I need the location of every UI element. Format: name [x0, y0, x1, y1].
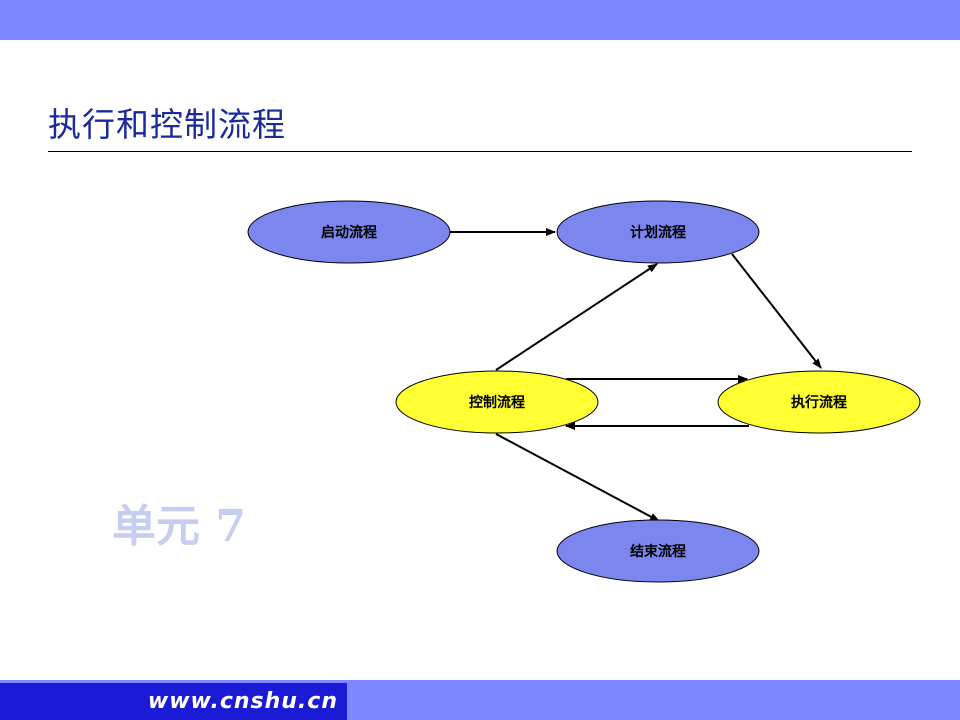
top-banner: [0, 0, 960, 40]
node-plan-label: 计划流程: [630, 224, 686, 241]
node-close: 结束流程: [556, 519, 760, 583]
node-control: 控制流程: [395, 370, 599, 434]
unit-watermark: 单元 7: [112, 501, 246, 552]
node-execute-label: 执行流程: [791, 394, 847, 411]
edge-control-to-plan: [495, 263, 658, 371]
edge-control-to-close: [495, 433, 660, 522]
node-control-label: 控制流程: [469, 394, 525, 411]
edge-plan-to-execute: [731, 253, 822, 369]
footer-url-link[interactable]: www.cnshu.cn: [147, 689, 338, 714]
node-start: 启动流程: [247, 200, 451, 264]
footer-url-box: [0, 683, 347, 720]
node-plan: 计划流程: [556, 200, 760, 264]
slide-title: 执行和控制流程: [48, 105, 286, 144]
node-execute: 执行流程: [717, 370, 921, 434]
node-start-label: 启动流程: [321, 224, 377, 241]
node-close-label: 结束流程: [630, 543, 686, 560]
title-divider: [48, 151, 912, 152]
